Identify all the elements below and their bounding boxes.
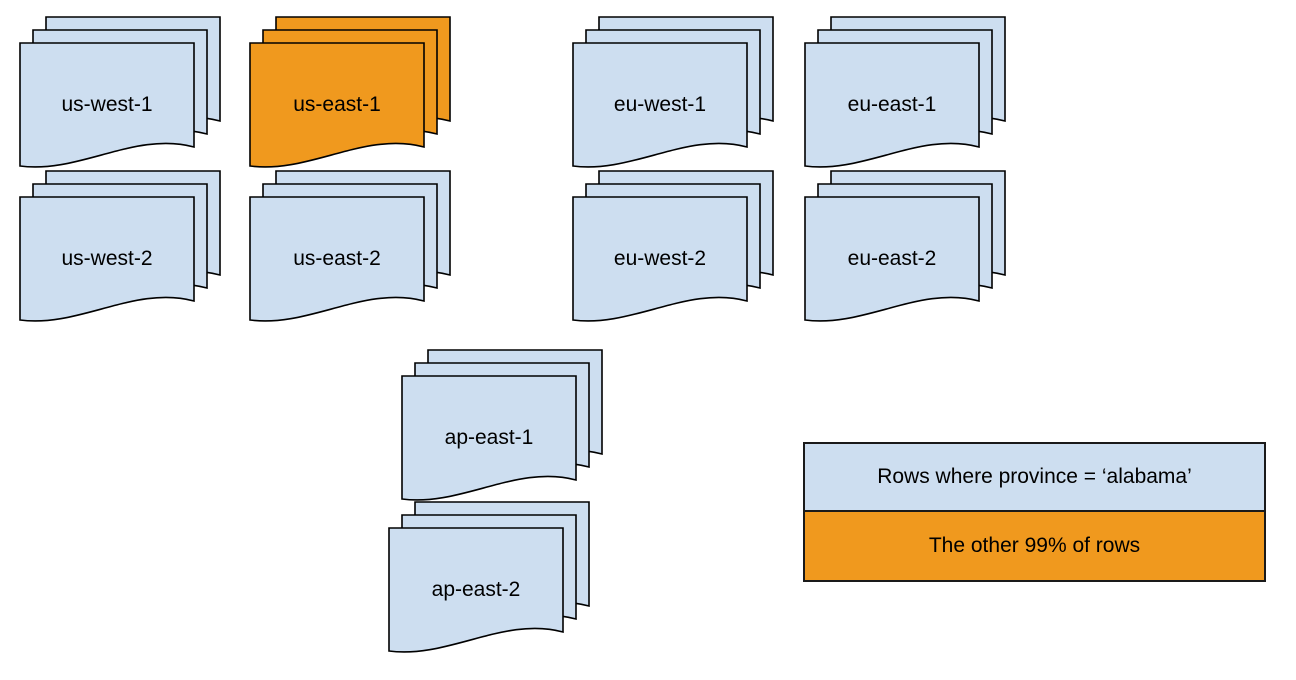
legend-item-other-rows: The other 99% of rows	[803, 510, 1266, 582]
region-stack-eu-west-1: eu-west-1	[572, 16, 774, 171]
legend-item-other-rows-label: The other 99% of rows	[928, 534, 1141, 557]
document-sheet-front	[388, 527, 564, 653]
document-sheet-front	[572, 196, 748, 322]
region-label-eu-east-1: eu-east-1	[847, 93, 937, 116]
region-label-us-east-2: us-east-2	[293, 247, 381, 270]
document-sheet-front	[572, 42, 748, 168]
legend-item-alabama-rows-label: Rows where province = ‘alabama’	[877, 465, 1192, 488]
document-stack-icon	[19, 16, 221, 168]
region-stack-eu-east-1: eu-east-1	[804, 16, 1006, 171]
region-stack-ap-east-1: ap-east-1	[401, 349, 603, 504]
region-stack-ap-east-2: ap-east-2	[388, 501, 590, 656]
document-sheet-front	[19, 196, 195, 322]
region-label-eu-west-1: eu-west-1	[613, 93, 707, 116]
document-stack-icon	[249, 16, 451, 168]
document-sheet-front	[804, 196, 980, 322]
region-stack-us-west-2: us-west-2	[19, 170, 221, 325]
region-stack-us-east-1: us-east-1	[249, 16, 451, 171]
region-stack-us-west-1: us-west-1	[19, 16, 221, 171]
legend-item-alabama-rows: Rows where province = ‘alabama’	[803, 442, 1266, 512]
region-label-us-west-2: us-west-2	[61, 247, 153, 270]
region-label-ap-east-2: ap-east-2	[431, 578, 521, 601]
document-stack-icon	[572, 170, 774, 322]
document-stack-icon	[388, 501, 590, 653]
region-label-ap-east-1: ap-east-1	[444, 426, 534, 449]
document-stack-icon	[804, 170, 1006, 322]
region-label-eu-west-2: eu-west-2	[613, 247, 707, 270]
region-label-us-east-1: us-east-1	[293, 93, 381, 116]
document-sheet-front	[804, 42, 980, 168]
region-stack-eu-west-2: eu-west-2	[572, 170, 774, 325]
document-sheet-front	[401, 375, 577, 501]
document-stack-icon	[19, 170, 221, 322]
document-stack-icon	[249, 170, 451, 322]
document-stack-icon	[572, 16, 774, 168]
region-label-us-west-1: us-west-1	[61, 93, 153, 116]
document-sheet-front	[249, 42, 425, 168]
document-stack-icon	[401, 349, 603, 501]
document-sheet-front	[249, 196, 425, 322]
legend: Rows where province = ‘alabama’ The othe…	[803, 442, 1266, 582]
region-stack-us-east-2: us-east-2	[249, 170, 451, 325]
document-sheet-front	[19, 42, 195, 168]
document-stack-icon	[804, 16, 1006, 168]
region-stack-eu-east-2: eu-east-2	[804, 170, 1006, 325]
region-label-eu-east-2: eu-east-2	[847, 247, 937, 270]
